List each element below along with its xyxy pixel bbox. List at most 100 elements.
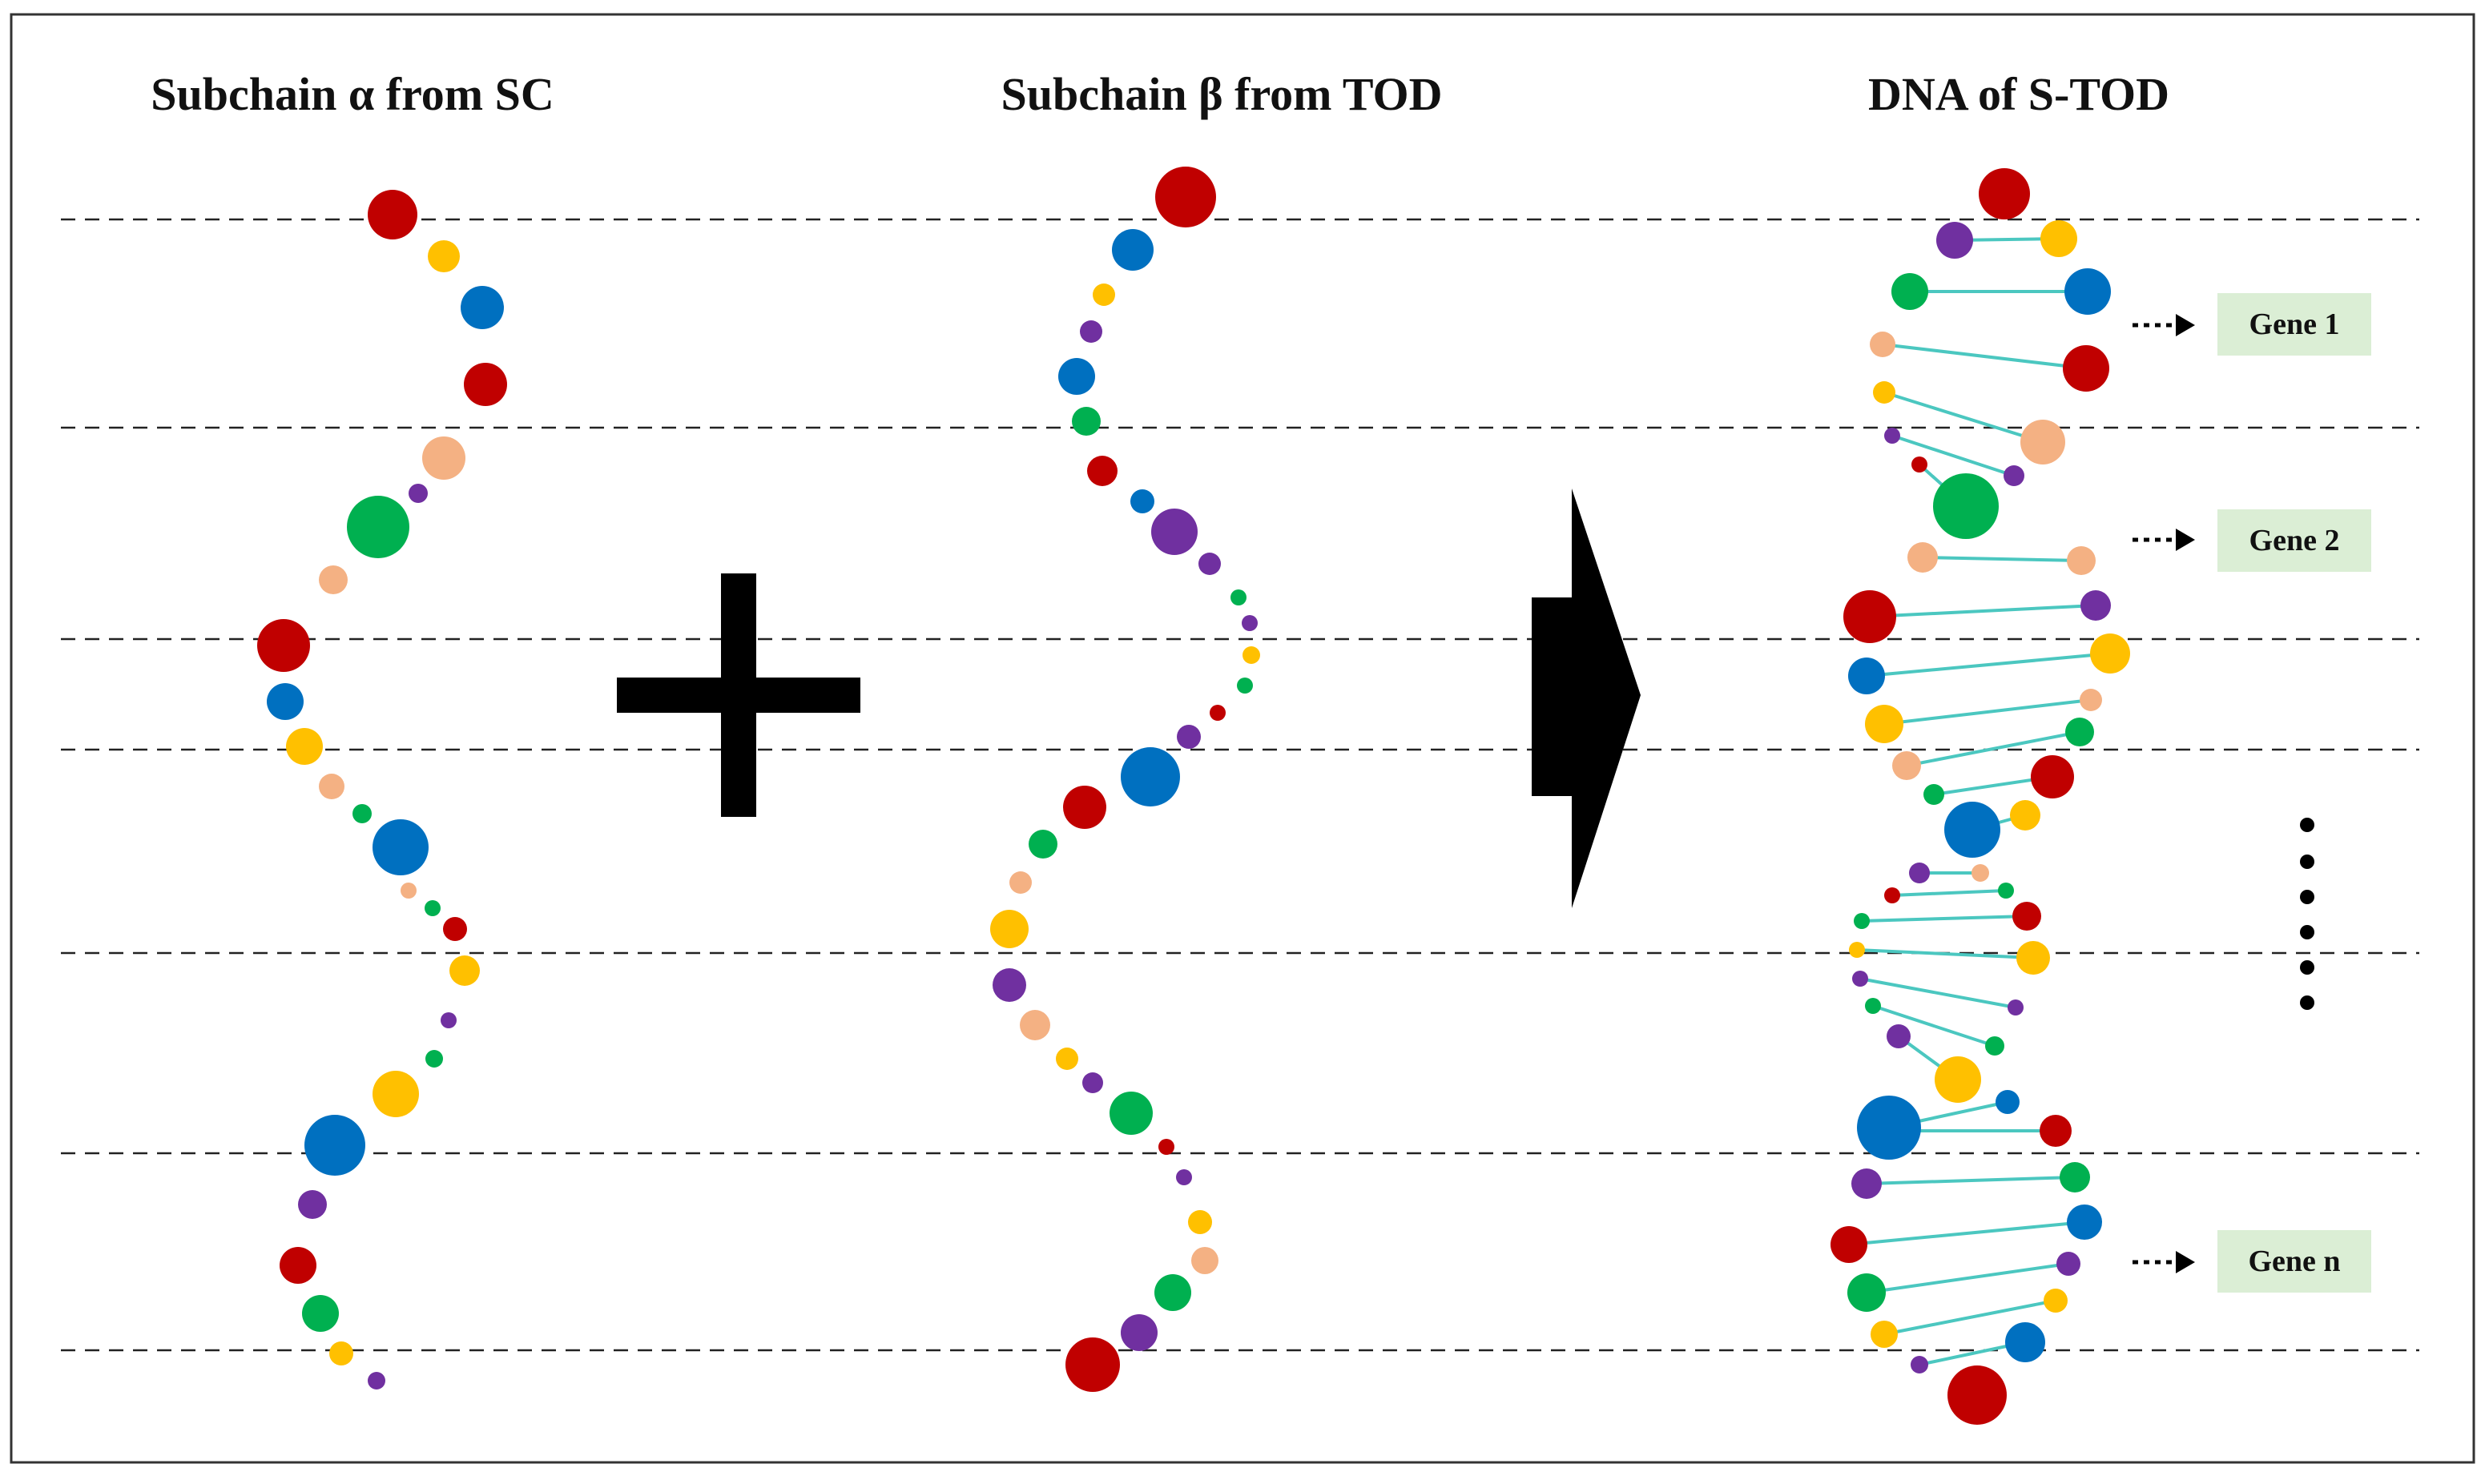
bead-alpha-15 bbox=[401, 883, 417, 899]
bead-alpha-4 bbox=[464, 363, 507, 406]
dna-bead-left-21 bbox=[1996, 1090, 2020, 1114]
bead-alpha-6 bbox=[409, 484, 428, 503]
bead-alpha-13 bbox=[352, 804, 372, 823]
base-pair-link-5 bbox=[1891, 434, 2015, 477]
dna-bead-right-17 bbox=[2016, 941, 2050, 975]
ellipsis-dot-4 bbox=[2300, 925, 2314, 939]
base-pair-link-10 bbox=[1883, 698, 2092, 726]
dna-bead-right-1 bbox=[2040, 220, 2077, 257]
dna-bead-left-23 bbox=[1851, 1168, 1882, 1199]
base-pair-link-15 bbox=[1891, 889, 2007, 897]
dna-bead-right-19 bbox=[1985, 1036, 2004, 1056]
bead-alpha-10 bbox=[267, 683, 304, 720]
arrow-right-icon bbox=[1532, 489, 1641, 908]
bead-beta-4 bbox=[1080, 320, 1102, 343]
bead-alpha-3 bbox=[461, 286, 504, 329]
bead-alpha-2 bbox=[428, 240, 460, 272]
dna-bead-bottom bbox=[1947, 1365, 2007, 1425]
bead-alpha-18 bbox=[449, 955, 480, 986]
dna-bead-right-12 bbox=[2031, 755, 2074, 798]
dna-bead-right-7 bbox=[2067, 546, 2096, 575]
dna-bead-right-13 bbox=[2010, 800, 2040, 830]
dna-bead-right-22 bbox=[1887, 1130, 1888, 1132]
dna-bead-right-25 bbox=[2056, 1252, 2080, 1276]
dashed-guide-lines bbox=[61, 218, 2419, 1352]
bead-alpha-5 bbox=[422, 436, 465, 480]
ellipsis-dot-3 bbox=[2300, 890, 2314, 904]
dna-bead-right-8 bbox=[2080, 590, 2111, 621]
dna-bead-left-1 bbox=[1936, 222, 1973, 259]
base-pair-link-8 bbox=[1869, 604, 2096, 618]
dna-double-helix bbox=[1831, 168, 2130, 1425]
base-pair-link-25 bbox=[1866, 1262, 2069, 1294]
outer-frame bbox=[10, 13, 2475, 1464]
bead-alpha-17 bbox=[443, 917, 467, 941]
bead-alpha-14 bbox=[373, 819, 429, 875]
bead-beta-21 bbox=[990, 910, 1029, 948]
dna-bead-left-14 bbox=[1909, 863, 1930, 883]
gene-arrow-head-3 bbox=[2176, 1251, 2195, 1273]
bead-beta-2 bbox=[1112, 229, 1154, 271]
bead-beta-32 bbox=[1121, 1314, 1158, 1351]
bead-beta-25 bbox=[1082, 1072, 1103, 1093]
bead-beta-19 bbox=[1029, 830, 1057, 859]
gene-label-2: Gene 2 bbox=[2217, 509, 2371, 572]
dna-bead-right-15 bbox=[1998, 883, 2014, 899]
dna-bead-left-11 bbox=[1892, 751, 1921, 780]
bead-beta-33 bbox=[1065, 1337, 1120, 1392]
bead-alpha-1 bbox=[368, 190, 417, 239]
bead-beta-17 bbox=[1121, 747, 1180, 806]
gene-label-1: Gene 1 bbox=[2217, 293, 2371, 356]
bead-beta-5 bbox=[1058, 358, 1095, 395]
dna-bead-right-9 bbox=[2090, 633, 2130, 674]
bead-alpha-16 bbox=[425, 900, 441, 916]
bead-alpha-7 bbox=[347, 496, 409, 558]
dna-bead-left-10 bbox=[1865, 705, 1903, 743]
bead-alpha-23 bbox=[298, 1190, 327, 1219]
base-pair-link-9 bbox=[1866, 652, 2111, 678]
ellipsis-dot-5 bbox=[2300, 960, 2314, 975]
dna-bead-right-23 bbox=[2060, 1162, 2090, 1192]
base-pair-link-23 bbox=[1866, 1176, 2076, 1185]
bead-beta-23 bbox=[1020, 1010, 1050, 1040]
dna-bead-left-27 bbox=[1911, 1356, 1928, 1373]
base-pair-link-19 bbox=[1872, 1004, 1996, 1048]
gene-arrow-head-2 bbox=[2176, 529, 2195, 551]
dna-bead-right-6 bbox=[1933, 473, 1999, 539]
bead-beta-7 bbox=[1087, 456, 1118, 486]
bead-alpha-19 bbox=[441, 1012, 457, 1028]
dna-bead-left-16 bbox=[1854, 913, 1870, 929]
bead-beta-15 bbox=[1210, 705, 1226, 721]
base-pair-link-16 bbox=[1861, 915, 2028, 923]
bead-beta-30 bbox=[1191, 1247, 1218, 1274]
bead-alpha-24 bbox=[280, 1247, 316, 1284]
dna-bead-right-14 bbox=[1971, 864, 1989, 882]
plus-icon bbox=[617, 573, 860, 817]
title-subchain-alpha: Subchain α from SC bbox=[151, 68, 554, 120]
base-pair-link-11 bbox=[1906, 730, 2080, 767]
base-pair-link-7 bbox=[1922, 556, 2082, 562]
dna-bead-right-4 bbox=[2020, 420, 2065, 465]
dna-bead-right-26 bbox=[2044, 1289, 2068, 1313]
base-pair-link-18 bbox=[1859, 977, 2016, 1009]
bead-beta-3 bbox=[1093, 284, 1115, 306]
dna-bead-right-10 bbox=[2080, 689, 2102, 711]
dna-bead-right-27 bbox=[2005, 1322, 2045, 1362]
subchain-beta bbox=[990, 167, 1260, 1392]
title-dna: DNA of S-TOD bbox=[1868, 68, 2169, 120]
dna-bead-left-22 bbox=[2040, 1115, 2072, 1147]
ellipsis-dot-1 bbox=[2300, 818, 2314, 832]
bead-alpha-22 bbox=[304, 1115, 365, 1176]
bead-beta-6 bbox=[1072, 407, 1101, 436]
bead-alpha-27 bbox=[368, 1372, 385, 1389]
bead-beta-11 bbox=[1230, 589, 1247, 605]
dna-bead-left-17 bbox=[1849, 942, 1865, 958]
dna-bead-left-9 bbox=[1848, 658, 1885, 694]
bead-beta-1 bbox=[1155, 167, 1216, 227]
dna-bead-left-2 bbox=[1891, 273, 1928, 310]
bead-alpha-20 bbox=[425, 1050, 443, 1068]
bead-beta-10 bbox=[1198, 553, 1221, 575]
bead-alpha-25 bbox=[302, 1295, 339, 1332]
gene-label-n: Gene n bbox=[2217, 1230, 2371, 1293]
